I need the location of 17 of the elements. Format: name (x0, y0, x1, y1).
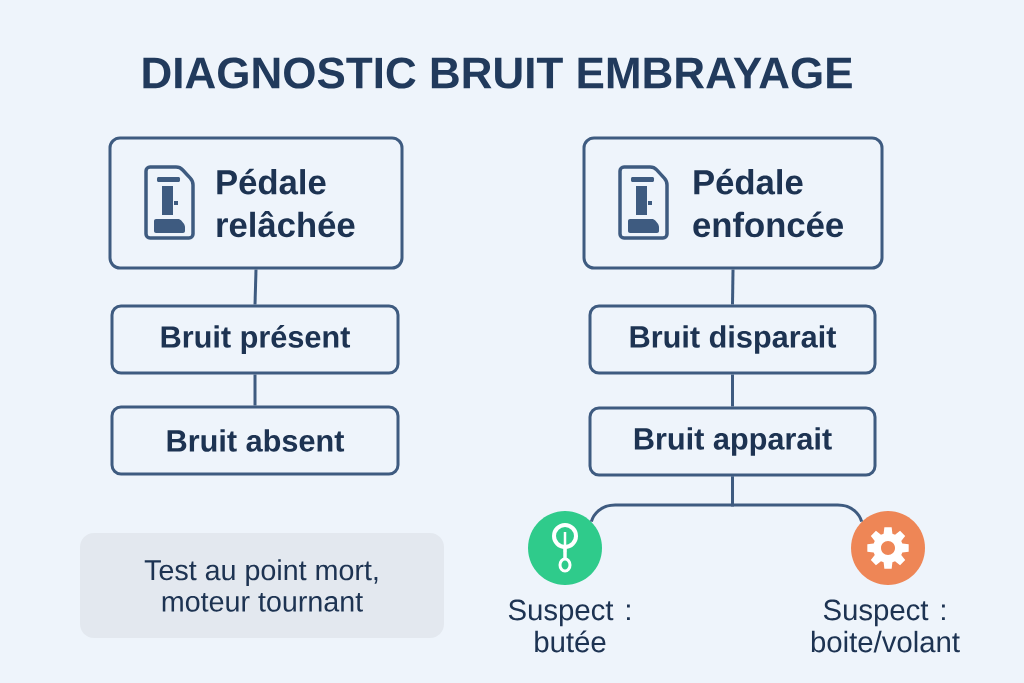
process-box: Pédale enfoncée (582, 136, 884, 270)
connector-line (253, 374, 257, 406)
process-box: Bruit absent (110, 405, 400, 476)
process-box: Bruit présent (110, 304, 400, 375)
process-box: Bruit apparait (588, 406, 877, 477)
connector-line (731, 269, 735, 305)
process-box: Pédale relâchée (108, 136, 404, 270)
process-box: Bruit disparait (588, 304, 877, 375)
note-box: Test au point mort, moteur tournant (80, 533, 444, 638)
connector-line (731, 476, 864, 523)
node-label: Suspect : boite/volant (811, 599, 960, 653)
connector-line (731, 374, 734, 407)
title: DIAGNOSTIC BRUIT EMBRAYAGE (143, 57, 852, 89)
bulb-icon (528, 511, 602, 585)
gear-icon (851, 511, 925, 585)
connector-line (253, 269, 258, 305)
node-label: Suspect : butée (508, 599, 630, 653)
